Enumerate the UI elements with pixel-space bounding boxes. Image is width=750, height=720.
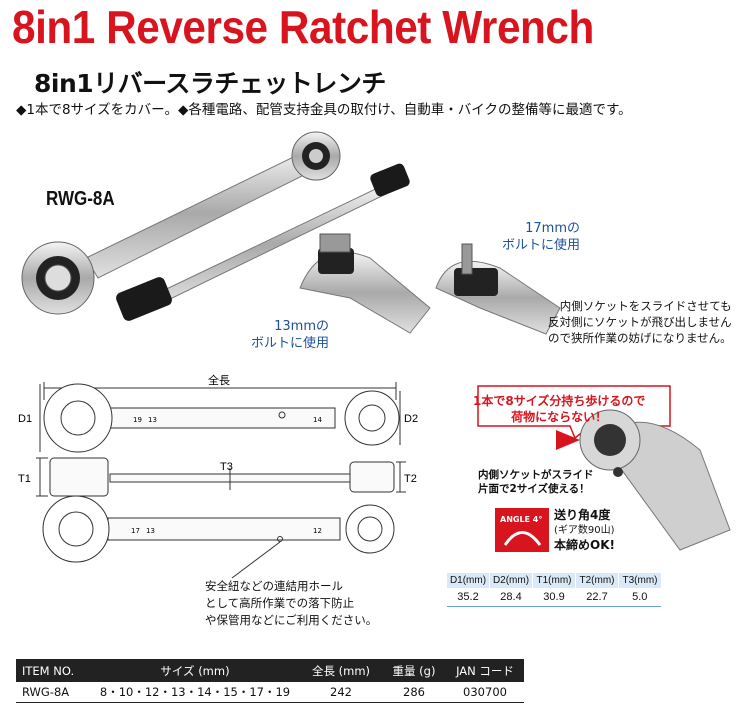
caption-13mm-bolt: 13mmの ボルトに使用 <box>251 318 329 352</box>
model-number: RWG-8A <box>46 188 115 210</box>
spec-length: 242 <box>300 682 382 703</box>
spec-header: ITEM NO. <box>16 659 90 682</box>
spec-header: 全長 (mm) <box>300 659 382 682</box>
caption-line: ボルトに使用 <box>502 238 581 253</box>
angle-badge: ANGLE 4° <box>500 515 542 524</box>
dim-t2-label: T2 <box>404 473 417 485</box>
wrench-photo-side <box>116 163 410 321</box>
bolt-13mm-photo <box>299 233 431 334</box>
angle-line: (ギア数90山) <box>554 525 615 536</box>
dim-value: 35.2 <box>446 588 490 607</box>
product-photos <box>21 131 561 335</box>
dim-header: D1(mm) <box>446 573 490 588</box>
spec-sizes: 8・10・12・13・14・15・17・19 <box>90 682 300 703</box>
dim-header: T3(mm) <box>618 573 661 588</box>
note-line: として高所作業での落下防止 <box>205 596 355 610</box>
wrench-photo-main <box>21 131 341 315</box>
dim-t1-label: T1 <box>18 473 31 485</box>
slide-caption: 内側ソケットがスライド 片面で2サイズ使える！ <box>478 468 594 496</box>
size-mark: 13 <box>146 527 155 535</box>
angle-line: 本締めOK! <box>554 538 615 552</box>
caption-line: ので狭所作業の妨げになりません。 <box>548 331 732 345</box>
dimension-table: D1(mm) D2(mm) T1(mm) T2(mm) T3(mm) 35.2 … <box>446 573 661 607</box>
page-subtitle: 8in1リバースラチェットレンチ <box>34 69 386 98</box>
slide-line: 片面で2サイズ使える！ <box>478 483 590 495</box>
size-mark: 13 <box>148 416 157 424</box>
dim-overall-label: 全長 <box>208 373 230 387</box>
dim-header: T1(mm) <box>532 573 576 588</box>
spec-header: サイズ (mm) <box>90 659 300 682</box>
size-mark: 19 <box>133 416 142 424</box>
dimension-drawing: 全長 D1 D2 T1 T2 T3 19 13 14 17 13 12 <box>18 373 418 579</box>
angle-caption: 送り角4度 (ギア数90山) 本締めOK! <box>554 508 615 553</box>
dim-header: D2(mm) <box>489 573 533 588</box>
caption-17mm-bolt: 17mmの ボルトに使用 <box>502 220 580 254</box>
caption-inner-socket: 内側ソケットをスライドさせても 反対側にソケットが飛び出しません ので狭所作業の… <box>548 298 732 346</box>
caption-line: ボルトに使用 <box>251 336 330 351</box>
bubble-line: 荷物にならない！ <box>511 410 608 424</box>
page-title: 8in1 Reverse Ratchet Wrench <box>12 1 594 53</box>
spec-jan: 030700 <box>446 682 524 703</box>
dim-value: 30.9 <box>532 588 576 607</box>
slide-line: 内側ソケットがスライド <box>478 469 594 481</box>
caption-line: 17mmの <box>525 221 581 236</box>
bubble-line: 1本で8サイズ分持ち歩けるので <box>473 394 646 408</box>
caption-line: 内側ソケットをスライドさせても <box>559 299 732 313</box>
spec-header: 重量 (g) <box>382 659 446 682</box>
dim-d2-label: D2 <box>404 413 418 425</box>
caption-line: 反対側にソケットが飛び出しません <box>548 315 732 329</box>
angle-line: 送り角4度 <box>554 508 611 522</box>
caption-line: 13mmの <box>274 319 330 334</box>
bubble-text: 1本で8サイズ分持ち歩けるので 荷物にならない！ <box>473 393 645 425</box>
bolt-17mm-photo <box>435 243 561 335</box>
hole-note: 安全紐などの連結用ホール として高所作業での落下防止 や保管用などにご利用くださ… <box>205 578 377 629</box>
dim-t3-label: T3 <box>220 461 233 473</box>
feature-illustration: ANGLE 4° <box>477 385 731 552</box>
dim-value: 22.7 <box>575 588 619 607</box>
size-mark: 17 <box>131 527 140 535</box>
spec-header: JAN コード <box>446 659 524 682</box>
size-mark: 14 <box>313 416 322 424</box>
product-description: ◆1本で8サイズをカバー。◆各種電路、配管支持金具の取付け、自動車・バイクの整備… <box>16 102 632 118</box>
note-line: や保管用などにご利用ください。 <box>205 613 378 627</box>
note-line: 安全紐などの連結用ホール <box>205 579 343 593</box>
size-mark: 12 <box>313 527 322 535</box>
dim-d1-label: D1 <box>18 413 32 425</box>
dim-value: 28.4 <box>489 588 533 607</box>
dim-header: T2(mm) <box>575 573 619 588</box>
spec-table: ITEM NO. サイズ (mm) 全長 (mm) 重量 (g) JAN コード… <box>16 659 524 703</box>
spec-item-no: RWG-8A <box>16 682 90 703</box>
spec-weight: 286 <box>382 682 446 703</box>
dim-value: 5.0 <box>618 588 661 607</box>
